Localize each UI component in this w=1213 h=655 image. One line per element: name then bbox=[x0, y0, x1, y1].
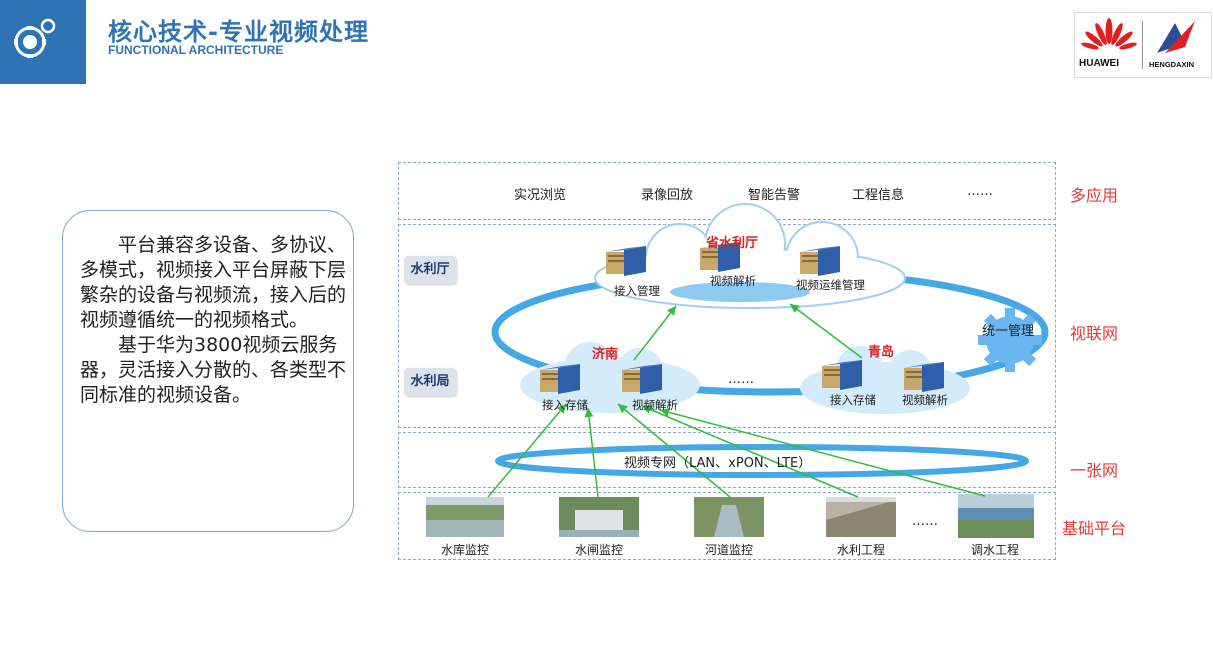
tag-water-department: 水利厅 bbox=[404, 256, 456, 284]
network-ring bbox=[495, 444, 1029, 478]
company-logo-box bbox=[0, 0, 86, 84]
description-panel bbox=[62, 210, 354, 532]
description-para-1: 平台兼容多设备、多协议、多模式，视频接入平台屏蔽下层繁杂的设备与视频流，接入后的… bbox=[80, 234, 347, 331]
site-photo bbox=[694, 497, 764, 537]
app-project-info: 工程信息 bbox=[852, 188, 905, 203]
brand-divider bbox=[1142, 21, 1143, 69]
site-photo bbox=[826, 497, 896, 537]
layer-label-base: 基础平台 bbox=[1062, 519, 1127, 538]
description-para-2: 基于华为3800视频云服务器，灵活接入分散的、各类型不同标准的视频设备。 bbox=[80, 334, 347, 406]
app-smart-alarm: 智能告警 bbox=[748, 188, 801, 203]
hengdaxin-logo-icon bbox=[1157, 21, 1195, 53]
qingdao-title: 青岛 bbox=[868, 345, 895, 360]
node-access-mgmt: 接入管理 bbox=[614, 284, 660, 298]
private-network-label: 视频专网（LAN、xPON、LTE） bbox=[624, 456, 812, 471]
site-label-water-transfer: 调水工程 bbox=[970, 543, 1019, 557]
server-icon bbox=[606, 246, 646, 276]
province-title: 省水利厅 bbox=[706, 236, 759, 251]
site-label-hydro-project: 水利工程 bbox=[836, 543, 885, 557]
gear-icon bbox=[978, 308, 1042, 372]
node-video-parse-province: 视频解析 bbox=[710, 274, 756, 288]
site-label-sluice: 水闸监控 bbox=[574, 543, 623, 557]
network-layer-box bbox=[398, 432, 1056, 488]
page-subtitle: FUNCTIONAL ARCHITECTURE bbox=[108, 43, 284, 57]
huawei-logo-icon bbox=[1081, 18, 1137, 50]
site-photo bbox=[559, 497, 639, 537]
province-cloud bbox=[594, 203, 906, 309]
gear-person-icon bbox=[14, 18, 56, 58]
node-video-ops-mgmt: 视频运维管理 bbox=[796, 278, 865, 292]
node-qingdao-parse: 视频解析 bbox=[902, 393, 948, 407]
site-label-river: 河道监控 bbox=[704, 543, 753, 557]
layer-label-one-net: 一张网 bbox=[1070, 461, 1119, 480]
server-icon bbox=[540, 364, 580, 394]
base-platform-box bbox=[398, 492, 1056, 560]
brand-logos: HUAWEI HENGDAXIN bbox=[1074, 12, 1212, 78]
server-icon bbox=[822, 360, 862, 390]
server-icon bbox=[904, 362, 944, 392]
app-playback: 录像回放 bbox=[641, 188, 694, 203]
app-live-view: 实况浏览 bbox=[514, 188, 567, 203]
huawei-label: HUAWEI bbox=[1079, 58, 1119, 69]
site-photo bbox=[426, 497, 504, 537]
page-title: 核心技术-专业视频处理 bbox=[108, 18, 369, 46]
data-flow-arrows bbox=[487, 303, 986, 498]
hengdaxin-label: HENGDAXIN bbox=[1149, 60, 1195, 69]
server-icon bbox=[700, 242, 740, 272]
site-photo bbox=[958, 494, 1034, 538]
server-icon bbox=[800, 246, 840, 276]
node-qingdao-storage: 接入存储 bbox=[830, 393, 876, 407]
server-icon bbox=[622, 364, 662, 394]
tag-water-bureau: 水利局 bbox=[404, 368, 456, 396]
node-jinan-parse: 视频解析 bbox=[632, 398, 678, 412]
sites-ellipsis: …… bbox=[912, 514, 938, 529]
middle-ellipsis: …… bbox=[728, 372, 754, 387]
description-text: 平台兼容多设备、多协议、多模式，视频接入平台屏蔽下层繁杂的设备与视频流，接入后的… bbox=[80, 233, 348, 408]
layer-label-apps: 多应用 bbox=[1070, 186, 1119, 205]
node-jinan-storage: 接入存储 bbox=[542, 398, 588, 412]
app-ellipsis: …… bbox=[967, 184, 993, 199]
unified-mgmt-label: 统一管理 bbox=[982, 324, 1035, 339]
jinan-title: 济南 bbox=[592, 347, 619, 362]
site-label-reservoir: 水库监控 bbox=[440, 543, 489, 557]
layer-label-video-net: 视联网 bbox=[1070, 324, 1119, 343]
